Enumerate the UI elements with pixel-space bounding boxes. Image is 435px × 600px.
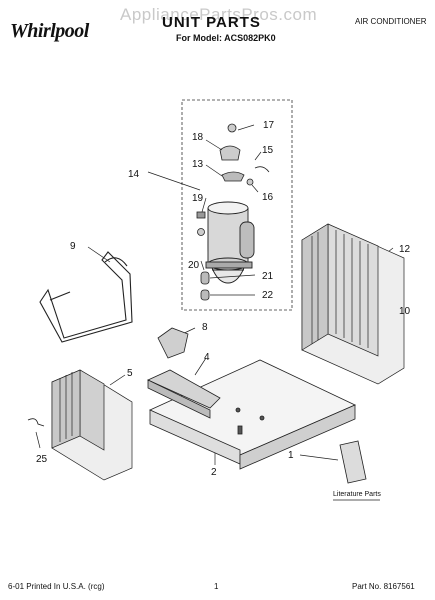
watermark: AppliancePartsPros.com [120,5,318,24]
wire-bracket [39,251,133,343]
evaporator-coil [51,369,133,481]
callout-8: 8 [202,322,208,333]
callout-12: 12 [399,244,411,255]
compressor-group-box [181,99,293,311]
callout-4: 4 [204,352,210,363]
page-title: UNIT PARTS [162,14,261,31]
callout-15: 15 [262,145,274,156]
foam-block [157,327,189,359]
literature-booklet [339,440,367,484]
model-line: For Model: ACS082PK0 [176,33,276,43]
printed-info: 6-01 Printed In U.S.A. (rcg) [8,582,105,591]
literature-parts-label: Literature Parts [333,491,381,498]
compressor [205,201,255,284]
callout-21: 21 [262,271,274,282]
callout-14: 14 [128,169,140,180]
callout-18: 18 [192,132,204,143]
product-type: AIR CONDITIONER [355,17,427,26]
callout-2: 2 [211,467,217,478]
terminal-parts [196,123,270,301]
callout-1: 1 [288,450,294,461]
callout-25: 25 [36,454,48,465]
base-pan [147,359,356,470]
callout-20: 20 [188,260,200,271]
callout-16: 16 [262,192,274,203]
condenser-coil [301,223,405,385]
part-number: Part No. 8167561 [352,582,415,591]
callout-19: 19 [192,193,204,204]
whirlpool-logo: Whirlpool [10,20,89,42]
callout-labels: 17 18 15 13 14 16 19 20 21 22 9 12 10 8 … [36,120,411,498]
callout-13: 13 [192,159,204,170]
callout-9: 9 [70,241,76,252]
page-number: 1 [214,582,219,591]
callout-5: 5 [127,368,133,379]
thermistor [27,418,45,427]
callout-10: 10 [399,306,411,317]
callout-17: 17 [263,120,275,131]
callout-22: 22 [262,290,274,301]
